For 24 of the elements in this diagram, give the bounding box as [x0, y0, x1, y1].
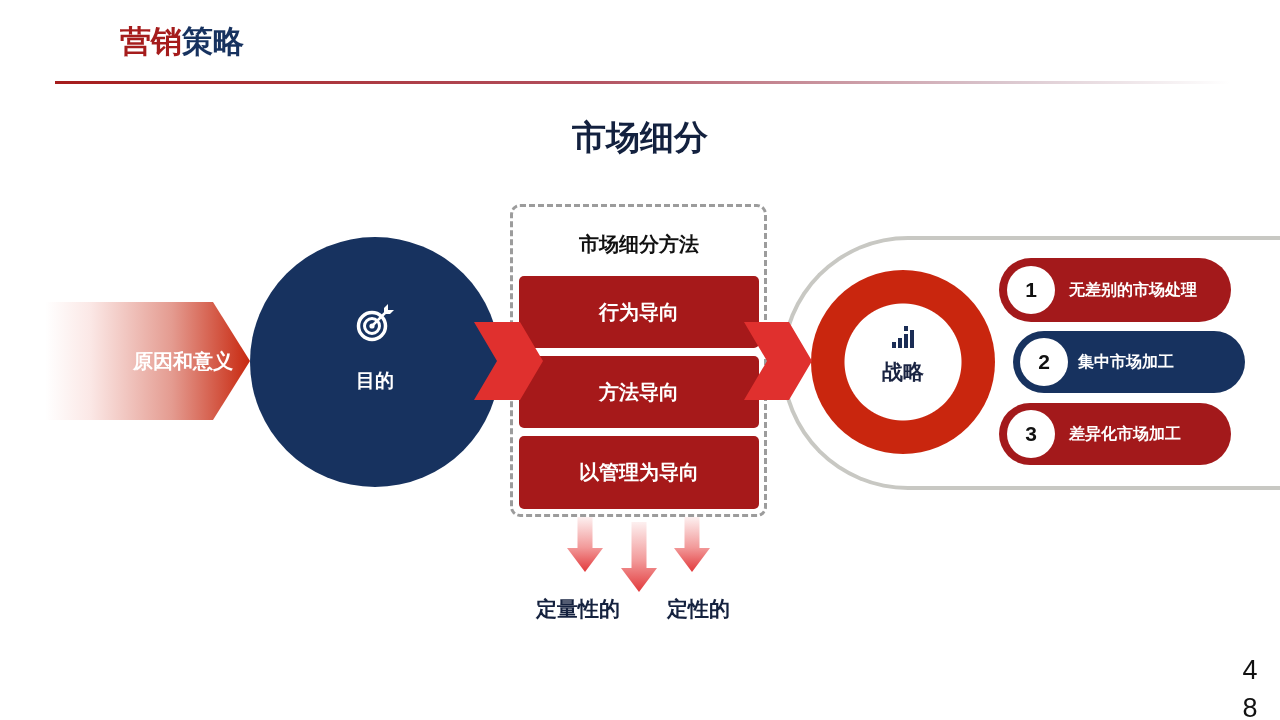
outcome-label: 定性的 [667, 596, 730, 623]
pill-label: 集中市场加工 [1078, 352, 1174, 372]
dashed-frame [510, 204, 767, 517]
chevron-arrow [474, 322, 543, 400]
method-box: 方法导向 [519, 356, 759, 428]
method-box: 以管理为导向 [519, 436, 759, 509]
method-box: 行为导向 [519, 276, 759, 348]
page-number: 48 [1241, 654, 1259, 720]
pill-label: 差异化市场加工 [1069, 424, 1181, 444]
band-label: 原因和意义 [133, 348, 233, 374]
number-circle: 1 [1007, 266, 1055, 314]
slide-title: 市场细分 [572, 116, 708, 158]
circle-label: 目的 [356, 369, 394, 393]
arrow [621, 522, 657, 592]
step-pill [1013, 331, 1245, 393]
outcome-label: 定量性的 [536, 596, 620, 623]
chevron-arrow [744, 322, 812, 400]
arrow [674, 517, 710, 572]
frame-heading: 市场细分方法 [578, 231, 699, 257]
number-circle: 3 [1007, 410, 1055, 458]
ring-label: 战略 [882, 358, 924, 385]
pill-label: 无差别的市场处理 [1069, 280, 1197, 300]
number-circle: 2 [1020, 338, 1068, 386]
arrow [567, 517, 603, 572]
